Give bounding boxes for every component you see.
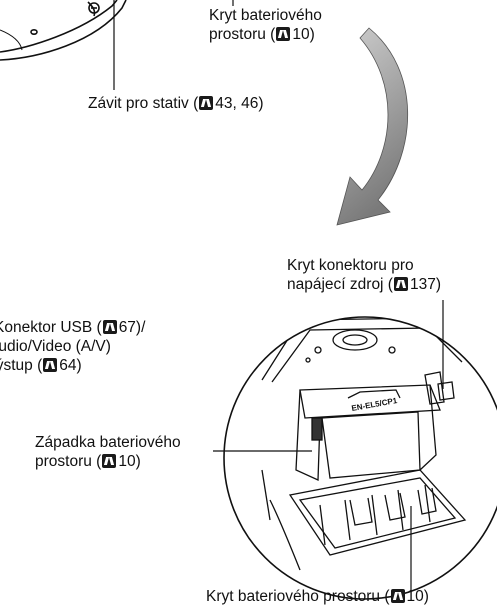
page-reference-icon xyxy=(43,358,57,372)
page-reference-icon xyxy=(394,277,408,291)
page-reference-icon xyxy=(276,27,290,41)
page-reference-icon xyxy=(102,454,116,468)
label-battery-latch-line1: Západka bateriového xyxy=(35,433,181,452)
label-usb-line3: výstup (64) xyxy=(0,356,145,375)
label-battery-latch-line2: prostoru (10) xyxy=(35,452,181,471)
label-battery-cover-top: Kryt bateriového prostoru (10) xyxy=(209,6,322,44)
label-battery-cover-bottom: Kryt bateriového prostoru (10) xyxy=(206,587,429,606)
label-usb-av-connector: Konektor USB (67)/ Audio/Video (A/V) výs… xyxy=(0,318,145,375)
label-power-connector-line2: napájecí zdroj (137) xyxy=(287,275,441,294)
label-battery-latch: Západka bateriového prostoru (10) xyxy=(35,433,181,471)
label-usb-line2: Audio/Video (A/V) xyxy=(0,337,145,356)
label-tripod-socket: Závit pro stativ (43, 46) xyxy=(88,94,264,113)
camera-bottom-view xyxy=(0,0,126,60)
magnified-battery-compartment: EN-EL5/CP1 xyxy=(224,317,497,599)
page-reference-icon xyxy=(103,320,117,334)
page-reference-icon xyxy=(391,589,405,603)
label-usb-line1: Konektor USB (67)/ xyxy=(0,318,145,337)
label-battery-cover-top-line2: prostoru (10) xyxy=(209,25,322,44)
label-battery-cover-top-line1: Kryt bateriového xyxy=(209,6,322,25)
curved-arrow xyxy=(337,28,408,225)
label-power-connector-cover: Kryt konektoru pro napájecí zdroj (137) xyxy=(287,256,441,294)
page-reference-icon xyxy=(199,96,213,110)
label-power-connector-line1: Kryt konektoru pro xyxy=(287,256,441,275)
